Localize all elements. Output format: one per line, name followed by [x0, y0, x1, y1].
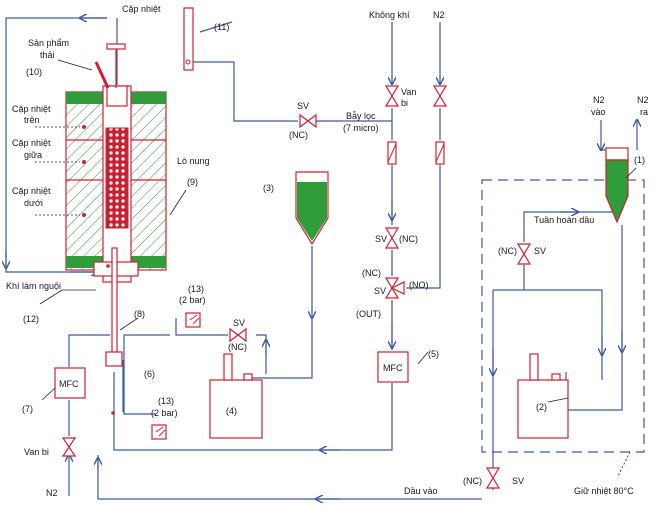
label-furnace: Lò nung — [177, 156, 210, 166]
solenoid-valve-air[interactable] — [384, 227, 400, 249]
catalyst-bed — [105, 127, 129, 229]
label-n2-in-2: vào — [591, 107, 606, 117]
oil-reservoir-1 — [605, 147, 629, 224]
label-cooling-gas: Khí làm nguội — [6, 281, 61, 291]
label-tc-mid-2: giữa — [24, 150, 42, 160]
label-n2-top: N2 — [433, 10, 445, 20]
label-nc-oil: (NC) — [463, 476, 482, 486]
label-mfc-5: MFC — [383, 363, 403, 373]
thermocouple-box-11 — [183, 7, 194, 71]
label-waste-product: Sản phẩm — [28, 38, 69, 48]
label-sv-circ: SV — [534, 246, 546, 256]
label-tc-low: Cặp nhiệt — [12, 186, 51, 196]
labels: Cặp nhiệt (11) Không khí N2 Sản phẩm thả… — [6, 4, 649, 498]
label-13-top: (13) — [188, 284, 204, 294]
mfc-5 — [377, 351, 409, 383]
label-n2-out-2: ra — [640, 107, 648, 117]
label-12: (12) — [23, 314, 39, 324]
solenoid-valve-feed[interactable] — [229, 327, 247, 343]
label-keep-temp: Giữ nhiệt 80°C — [574, 486, 634, 496]
label-oil-circulation: Tuần hoàn dầu — [534, 215, 594, 225]
label-11: (11) — [214, 22, 229, 32]
label-13-bottom: (13) — [158, 396, 174, 406]
label-filter: Bẫy lọc — [346, 111, 376, 121]
pressure-relief-13-top — [185, 312, 201, 328]
label-4: (4) — [226, 406, 237, 416]
label-2: (2) — [536, 402, 547, 412]
label-6: (6) — [144, 369, 155, 379]
label-thermocouple: Cặp nhiệt — [122, 4, 161, 14]
ball-valve-n2[interactable] — [432, 85, 448, 107]
label-filter-2: (7 micro) — [343, 123, 379, 133]
label-nc-feed: (NC) — [228, 342, 247, 352]
label-1: (1) — [634, 155, 645, 165]
label-2bar-top: (2 bar) — [179, 295, 206, 305]
label-nc-top: (NC) — [289, 130, 308, 140]
mfc-7 — [54, 367, 86, 399]
furnace — [65, 43, 167, 415]
top-return-line — [5, 17, 107, 273]
label-tc-upper-2: trên — [24, 115, 40, 125]
tank-2 — [517, 353, 569, 439]
label-sv-feed: SV — [233, 318, 245, 328]
label-sv-3way: SV — [374, 286, 386, 296]
solenoid-valve-circulation[interactable] — [516, 243, 532, 265]
label-sv-top: SV — [297, 101, 309, 111]
label-7: (7) — [22, 404, 33, 414]
label-tc-upper: Cặp nhiệt — [12, 104, 51, 114]
pressure-relief-13-bottom — [151, 424, 167, 440]
label-2bar-bottom: (2 bar) — [151, 408, 178, 418]
label-sv-oil: SV — [512, 476, 524, 486]
label-nc-3way: (NC) — [362, 268, 381, 278]
label-8: (8) — [134, 309, 145, 319]
label-tc-mid: Cặp nhiệt — [12, 138, 51, 148]
label-9: (9) — [187, 177, 198, 187]
label-oil-in: Dầu vào — [404, 486, 438, 496]
label-no: (NO) — [409, 280, 429, 290]
tank-4 — [209, 353, 263, 439]
label-out: (OUT) — [356, 309, 381, 319]
label-mfc-7: MFC — [59, 379, 79, 389]
label-10: (10) — [26, 67, 42, 77]
heated-enclosure — [481, 179, 645, 453]
solenoid-valve-oil[interactable] — [485, 467, 501, 489]
label-n2-out: N2 — [637, 95, 649, 105]
label-van-bi: Van bi — [24, 447, 49, 457]
label-n2-in: N2 — [593, 95, 605, 105]
label-5: (5) — [428, 349, 439, 359]
inlet-tube — [111, 247, 118, 357]
waste-outlet — [94, 61, 110, 89]
label-ball-valve: Van — [401, 87, 416, 97]
leaders — [35, 59, 637, 403]
label-sv-air: SV — [375, 234, 387, 244]
ball-valve-air[interactable] — [384, 85, 400, 107]
label-tc-low-2: dưới — [24, 198, 43, 208]
label-n2-bottom: N2 — [46, 488, 58, 498]
label-nc-air: (NC) — [399, 234, 418, 244]
label-3: (3) — [263, 183, 274, 193]
feed-hopper — [295, 171, 329, 246]
label-ball-valve-2: bi — [401, 98, 408, 108]
thermocouple-head — [106, 43, 126, 50]
label-nc-circ: (NC) — [498, 246, 517, 256]
label-air: Không khí — [369, 10, 410, 20]
label-waste-product-2: thải — [40, 50, 55, 60]
solenoid-valve-top[interactable] — [299, 113, 317, 129]
ball-valve-n2-bottom[interactable] — [61, 437, 77, 457]
